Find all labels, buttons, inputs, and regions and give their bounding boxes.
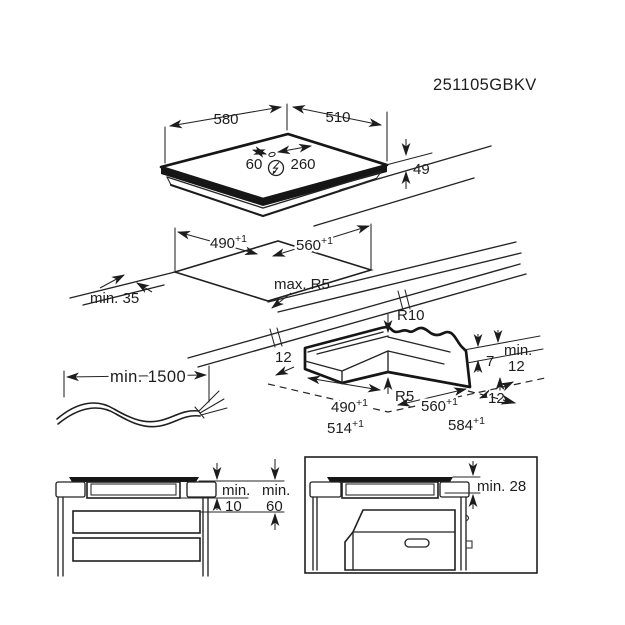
hob-glass-profile: [69, 477, 199, 482]
worktop-cutout-view: 490+1 560+1 max. R5 min. 35: [90, 223, 374, 309]
cable-length-label: min. 1500: [110, 368, 186, 386]
cable-inner: [57, 407, 201, 428]
power-cable-view: min. 1500: [56, 365, 228, 428]
hob-depth-label: 510: [325, 109, 350, 126]
corner-outer-depth-label: 584+1: [448, 415, 485, 434]
drawer-clearance-section: min. 10 min. 60: [55, 459, 290, 577]
cabinet-sides: [312, 496, 467, 571]
oven-body: [344, 509, 456, 571]
oven-clearance-label: min. 28: [477, 478, 526, 495]
corner-top-radius-label: R10: [397, 307, 425, 324]
hob-height-label: 49: [413, 161, 430, 178]
hob-body-box: [341, 481, 439, 499]
corner-offset-left-label: 12: [275, 349, 292, 366]
corner-inner-width-label: 490+1: [331, 397, 368, 416]
worktop-edge-lines: [69, 145, 527, 368]
corner-inner-depth-label: 560+1: [421, 396, 458, 415]
model-number: 251105GBKV: [433, 76, 537, 94]
cord-offset-large-label: 260: [290, 156, 315, 173]
lip-height-label: 7: [486, 353, 494, 370]
drawer-front-1: [72, 510, 201, 534]
break-mark: [397, 289, 411, 311]
hob-glass-top: [159, 132, 389, 201]
cable-outer: [56, 402, 200, 423]
break-mark: [269, 327, 283, 348]
stripped-wires: [194, 390, 228, 419]
cord-offset-small-label: 60: [246, 156, 263, 173]
cutout-opening: [172, 240, 374, 302]
cabinet-sides: [57, 496, 209, 577]
gap-value-label: 10: [225, 498, 242, 515]
oven-handle: [404, 538, 430, 548]
corner-outer-width-label: 514+1: [327, 418, 364, 437]
hob-isometric-view: 580 510 60 260 49: [159, 103, 433, 218]
gap-min-label: min.: [222, 482, 250, 499]
hob-glass-edge: [161, 165, 387, 206]
worktop-right-block: [439, 481, 470, 498]
worktop-right-block: [186, 481, 217, 498]
section-frame: [304, 456, 538, 574]
hob-width-label: 580: [213, 111, 238, 128]
cutout-width-label: 490+1: [210, 233, 247, 252]
drawer-value-label: 60: [266, 498, 283, 515]
corner-detail-view: R10 R5 12 7 min. 12 12 490+1 560+1 514+1…: [267, 307, 546, 440]
drawer-front-2: [72, 537, 201, 562]
hob-glass-profile: [327, 477, 453, 482]
worktop-left-block: [55, 481, 86, 498]
cutout-depth-label: 560+1: [296, 235, 333, 254]
clearance-value-label: 12: [508, 358, 525, 375]
power-connection-icon: [267, 159, 285, 177]
oven-clearance-section: min. 28: [304, 456, 538, 574]
worktop-left-block: [309, 481, 342, 498]
cable-gland-mark: [268, 151, 276, 158]
clearance-min-label: min.: [504, 342, 532, 359]
corner-bottom-radius-label: R5: [395, 388, 414, 405]
drawer-min-label: min.: [262, 482, 290, 499]
hob-body-box: [86, 481, 181, 499]
fixing-details: [465, 514, 473, 549]
cutout-radius-label: max. R5: [274, 276, 330, 293]
edge-distance-label: min. 35: [90, 290, 139, 307]
